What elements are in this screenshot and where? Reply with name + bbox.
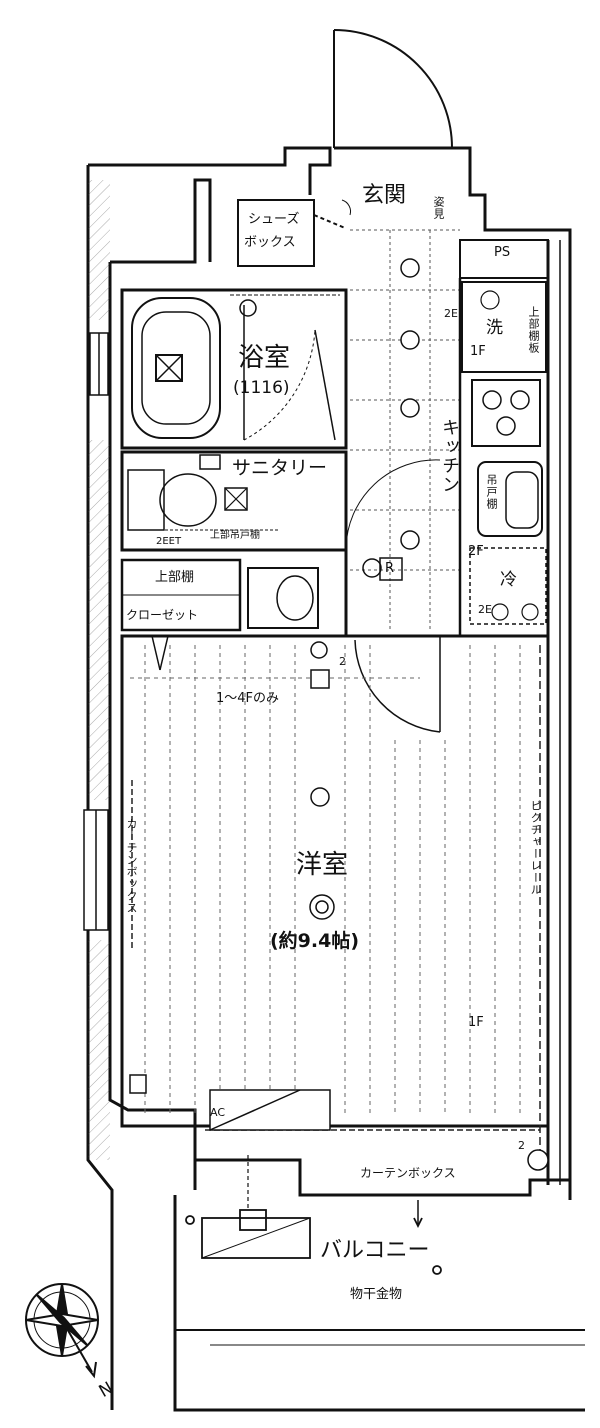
floorboards — [130, 645, 521, 1115]
mirror-label: 姿見 — [432, 196, 445, 220]
curtain-box-bottom-label: カーテンボックス — [360, 1166, 456, 1180]
kitchen-area — [362, 239, 549, 635]
wall-hatch — [88, 180, 110, 1160]
bath-label: 浴室 — [238, 343, 291, 373]
upper-storage-label: 上部棚 — [155, 570, 195, 585]
toilet-area — [247, 567, 319, 629]
floor-1f-mark-b: 1F — [468, 1015, 484, 1030]
shoe-box-outline — [237, 199, 351, 267]
fridge-r-mark: R — [385, 561, 395, 576]
bath-size-label: (1116) — [233, 378, 290, 398]
balcony-fixtures — [185, 1155, 442, 1275]
outer-wall-top-right — [452, 146, 572, 1200]
upper-shelf-label: 上部棚板 — [527, 306, 540, 354]
windows-left — [83, 332, 109, 931]
balcony-outline — [173, 1195, 585, 1412]
entrance-label: 玄関 — [362, 183, 407, 208]
curtain-box-left-label: カーテンボックス — [125, 818, 138, 914]
sink — [477, 461, 543, 537]
washbasin — [127, 469, 165, 531]
compass-icon — [25, 1283, 99, 1379]
western-room — [120, 634, 550, 1128]
ps-label: PS — [494, 245, 511, 260]
bathtub — [131, 297, 221, 439]
ac-mark: AC — [210, 1106, 226, 1119]
outlet-mark-2: 2 — [518, 1139, 525, 1152]
picture-rail-label: ピクチャーレール — [529, 800, 542, 896]
rails — [131, 645, 541, 1150]
outer-walls — [86, 146, 585, 1412]
ps-box — [459, 239, 549, 279]
ac-unit — [209, 1089, 331, 1131]
closet-label: クローゼット — [126, 608, 199, 622]
ceiling-lights — [239, 258, 420, 807]
outdoor-unit — [201, 1217, 311, 1259]
shoe-box-label-2: ボックス — [244, 235, 296, 250]
sanitary-label: サニタリー — [232, 457, 328, 479]
sanitary-upper-label: 上部吊戸棚 — [210, 530, 260, 541]
outer-wall-left-inner — [108, 262, 197, 1190]
outlet-mark-1: 2 — [339, 655, 346, 668]
balcony-label: バルコニー — [320, 1238, 430, 1263]
washer-space — [461, 281, 547, 373]
shoe-box-label-1: シューズ — [248, 212, 300, 227]
floor-2e-mark: 2E — [478, 603, 492, 616]
entrance-door — [333, 29, 453, 150]
bathroom — [120, 288, 348, 450]
floor-2f-mark: 2F — [468, 544, 484, 559]
fridge-space — [469, 547, 547, 625]
room-fixtures — [129, 641, 549, 1171]
floor-2ei-mark: 2EI — [444, 307, 462, 320]
wall-bottom-room — [195, 1158, 570, 1197]
closet — [120, 548, 348, 635]
stove — [471, 379, 541, 447]
sanitary-room — [120, 450, 441, 552]
sanitary-2e-mark: 2EET — [156, 536, 182, 547]
outer-wall-top-inner — [110, 178, 212, 264]
kitchen-label: キッチン — [439, 418, 460, 494]
laundry-pole-label: 物干金物 — [350, 1287, 403, 1302]
washer-label: 洗 — [486, 318, 503, 338]
western-room-label: 洋室 — [296, 850, 349, 880]
outer-wall-top-left — [88, 146, 332, 195]
western-room-size-label: (約9.4帖) — [270, 930, 360, 952]
hanging-cabinet-label: 吊戸棚 — [485, 474, 498, 510]
fridge-label: 冷 — [500, 570, 517, 590]
floor-1f-mark-a: 1F — [470, 344, 486, 359]
range-note-label: 1～4Fのみ — [216, 691, 280, 706]
